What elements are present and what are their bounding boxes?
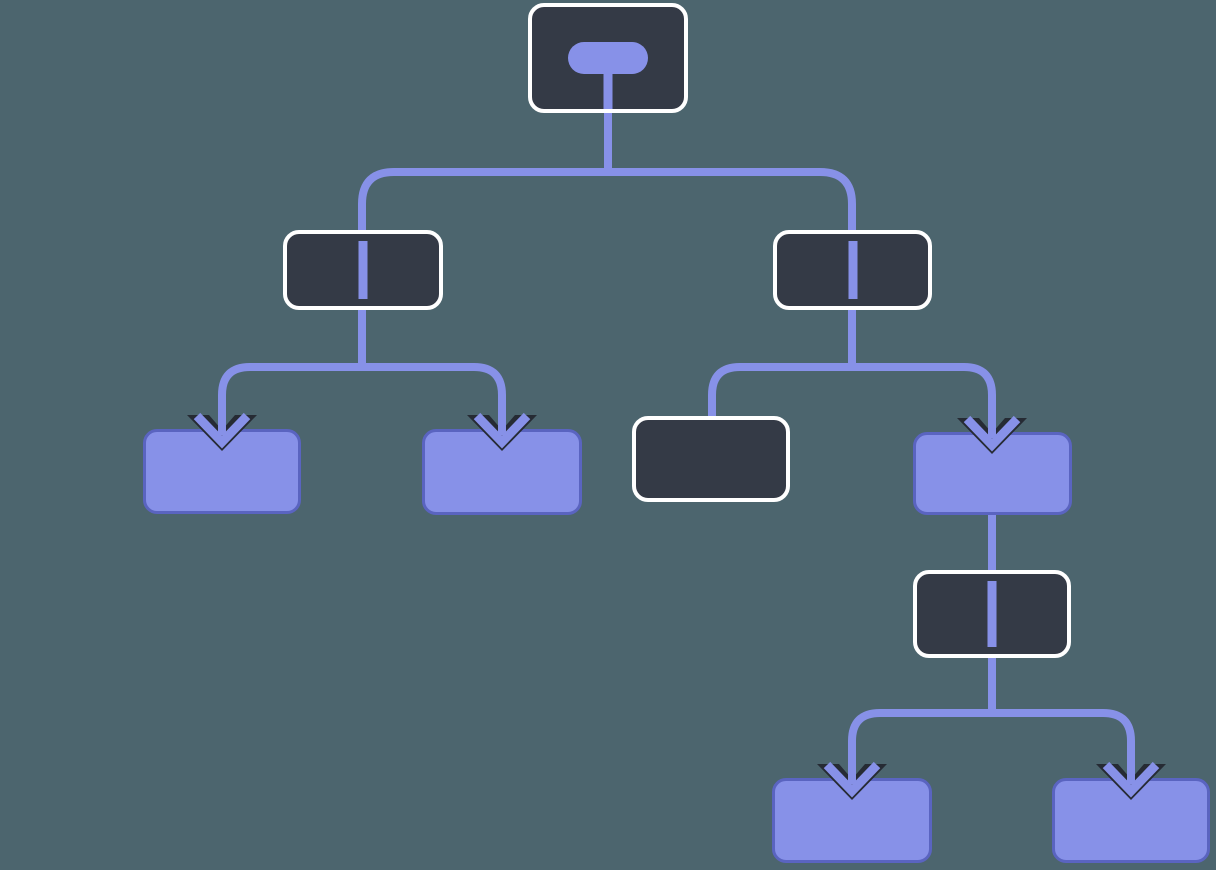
arrow-into-leaf-1 xyxy=(187,395,257,451)
edge-level1-branch xyxy=(358,168,856,230)
edge-level2-right-branch xyxy=(708,363,996,441)
divider-bar-icon xyxy=(987,581,997,647)
chevron-down-icon xyxy=(963,415,1021,452)
arrow-into-leaf-5 xyxy=(817,744,887,800)
chevron-down-icon xyxy=(473,412,531,449)
pill-stem-line xyxy=(603,67,613,109)
divider-bar-icon xyxy=(358,241,368,299)
divider-bar-icon xyxy=(848,241,857,299)
branch-node-left[interactable] xyxy=(283,230,443,310)
edge-level2-left-branch xyxy=(218,363,506,441)
chevron-down-icon xyxy=(1102,761,1160,798)
chevron-down-icon xyxy=(193,412,251,449)
branch-node-bottom[interactable] xyxy=(913,570,1071,658)
arrow-into-leaf-2 xyxy=(467,395,537,451)
edge-level3-branch xyxy=(848,709,1135,787)
branch-node-right[interactable] xyxy=(773,230,932,310)
arrow-into-leaf-4 xyxy=(957,398,1027,454)
arrow-into-leaf-6 xyxy=(1096,744,1166,800)
root-node[interactable] xyxy=(528,3,688,113)
pill-marker-icon xyxy=(568,42,648,74)
leaf-node-3[interactable] xyxy=(632,416,790,502)
chevron-down-icon xyxy=(823,761,881,798)
